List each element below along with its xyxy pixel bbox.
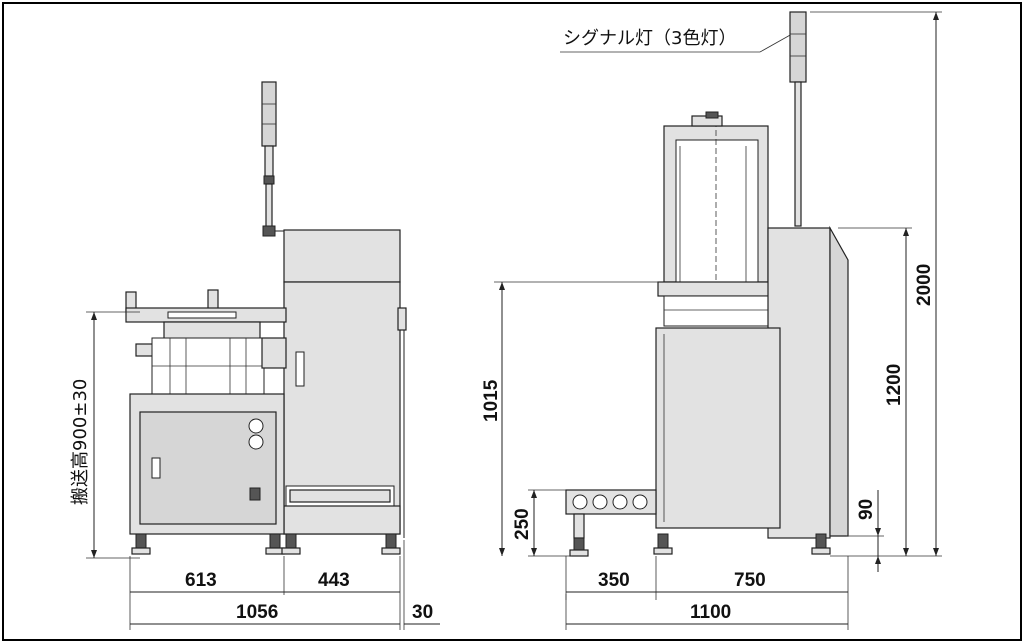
signal-light-label: シグナル灯（3色灯） xyxy=(563,28,736,49)
dim-90: 90 xyxy=(856,499,877,520)
dim-1056: 1056 xyxy=(236,602,278,623)
dim-613: 613 xyxy=(185,570,217,591)
left-feet xyxy=(131,533,401,555)
cabinet-handle xyxy=(295,351,305,387)
right-signal-light xyxy=(789,11,807,227)
left-conveyor xyxy=(125,289,287,395)
left-signal-light xyxy=(261,81,286,237)
right-width-dimensions: 350 750 1100 xyxy=(565,556,849,630)
dim-1015-group: 1015 xyxy=(481,281,660,556)
dim-1015: 1015 xyxy=(481,379,502,422)
dim-443: 443 xyxy=(318,570,350,591)
dim-350: 350 xyxy=(598,570,630,591)
right-magazine xyxy=(663,111,769,330)
left-width-dimensions: 613 443 1056 30 xyxy=(129,540,440,630)
dim-250: 250 xyxy=(512,508,533,540)
dim-1100: 1100 xyxy=(690,602,731,623)
signal-light-callout: シグナル灯（3色灯） xyxy=(560,28,793,53)
right-view: シグナル灯（3色灯） xyxy=(481,11,942,630)
dim-30: 30 xyxy=(412,602,433,623)
conveyor-height-label: 搬送高900±30 xyxy=(70,379,91,505)
right-feet xyxy=(569,533,831,557)
dim-2000: 2000 xyxy=(914,264,935,306)
dim-250-group: 250 xyxy=(512,489,572,557)
dim-1200: 1200 xyxy=(884,364,905,406)
dim-750: 750 xyxy=(734,570,766,591)
right-lower-cabinet xyxy=(655,327,781,529)
left-tall-cabinet xyxy=(283,229,407,538)
left-lower-cabinet xyxy=(129,393,285,535)
right-side-stand xyxy=(565,489,657,539)
left-view: 搬送高900±30 613 443 1056 30 xyxy=(70,81,440,630)
left-height-dimension: 搬送高900±30 xyxy=(70,311,140,559)
right-height-dimensions: 2000 1200 90 xyxy=(810,11,942,572)
